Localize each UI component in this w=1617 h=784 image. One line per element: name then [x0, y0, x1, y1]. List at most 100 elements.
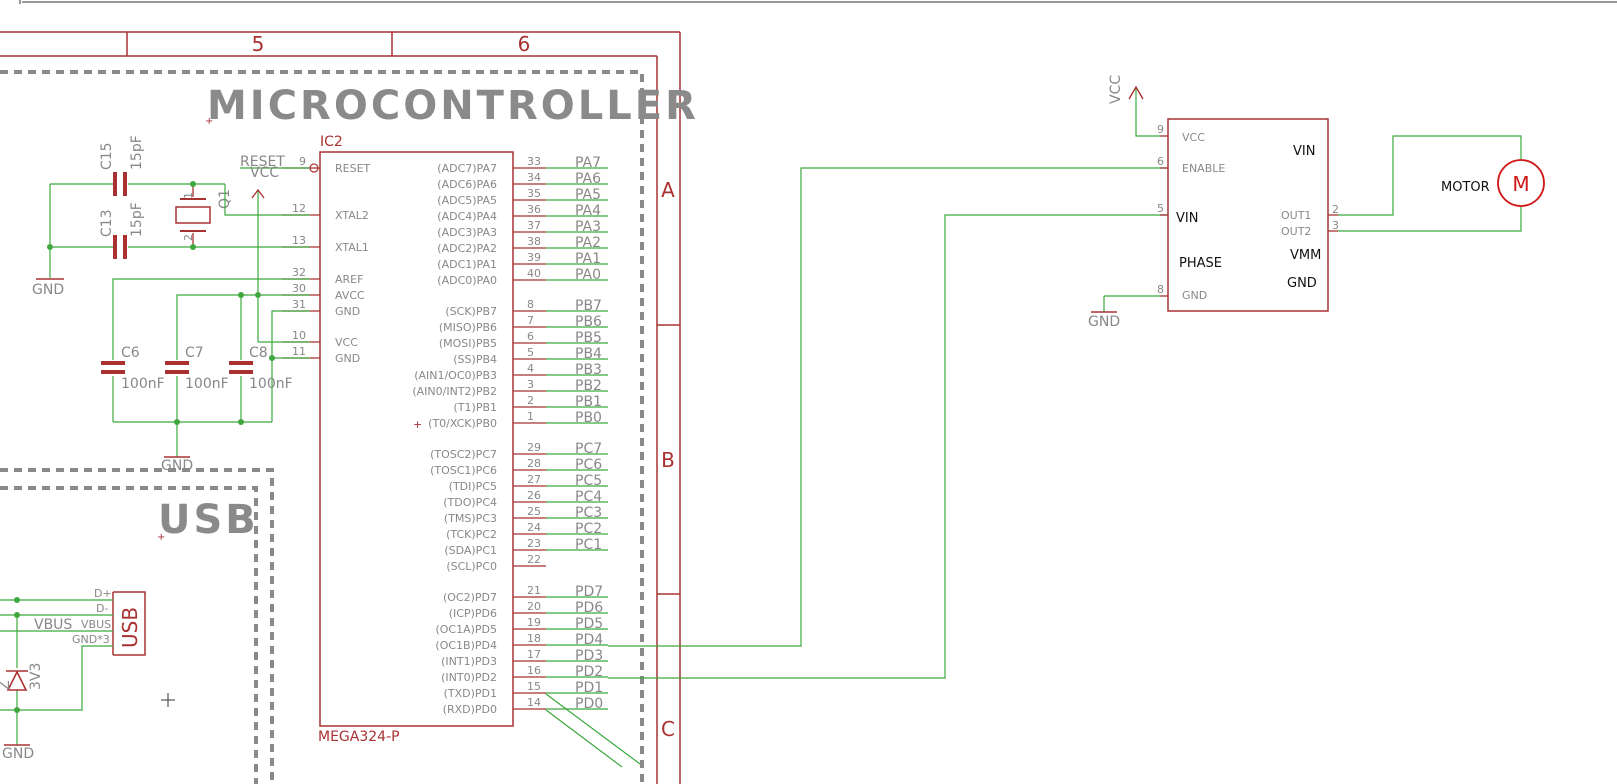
frame-row-c: C: [661, 717, 675, 741]
ic2-right-pin-num: 7: [527, 314, 534, 327]
ic2-ref: IC2: [320, 134, 343, 150]
ic2-right-pin-name: (SS)PB4: [453, 353, 497, 366]
gnd-symbol-crystal: GND: [32, 278, 64, 298]
capacitor-c6[interactable]: C6 100nF: [101, 345, 165, 392]
ic2-right-pin-num: 33: [527, 155, 541, 168]
gnd-label: GND: [32, 282, 64, 298]
ic2-net-label: PD7: [575, 584, 603, 600]
ic2-right-pin-num: 24: [527, 521, 541, 534]
ic2-right-pin-num: 22: [527, 553, 541, 566]
ic2-net-label: PB5: [575, 330, 602, 346]
capacitor-c8[interactable]: C8 100nF: [229, 345, 293, 392]
ic2-right-pin-name: (TCK)PC2: [446, 528, 497, 541]
motor-symbol: M: [1512, 172, 1529, 196]
ic2-net-label: PB3: [575, 362, 602, 378]
usb-pin-dminus: D-: [96, 602, 108, 615]
zener-diode[interactable]: 3V3 Z: [0, 615, 44, 745]
ic2-left-pin-num: 12: [292, 202, 306, 215]
ic2-net-label: PC6: [575, 457, 602, 473]
junction: [190, 181, 196, 187]
ic2-right-pin-name: (ADC2)PA2: [437, 242, 497, 255]
vcc-net-label: VCC: [250, 165, 279, 181]
ic2-net-label: PC1: [575, 537, 602, 553]
junction: [174, 419, 180, 425]
usb-vbus-net-label: VBUS: [34, 617, 72, 633]
driver-left-pins: 9 6 5 8 VCC ENABLE VIN PHASE GND: [1157, 123, 1225, 302]
ic2-right-pin-num: 16: [527, 664, 541, 677]
ic2-right-pin-name: (OC2)PD7: [443, 591, 497, 604]
ic2-left-pin-num: 31: [292, 298, 306, 311]
ic2-right-pin-name: (TDO)PC4: [443, 496, 497, 509]
c7-ref: C7: [185, 345, 204, 361]
ic2-right-pin-num: 28: [527, 457, 541, 470]
ic2-right-pin-name: (ADC0)PA0: [437, 274, 497, 287]
ic2-right-pin-name: (MOSI)PB5: [439, 337, 497, 350]
ic2-right-pin-num: 8: [527, 298, 534, 311]
ic2-right-pin-num: 25: [527, 505, 541, 518]
motor-label: MOTOR: [1441, 180, 1490, 195]
c6-value: 100nF: [121, 376, 165, 392]
ic2-right-pin-name: (TDI)PC5: [449, 480, 497, 493]
usb-section-inner-box: [0, 486, 258, 784]
ic2-right-pin-name: (RXD)PD0: [443, 703, 497, 716]
c15-value: 15pF: [129, 135, 145, 170]
frame-row-b: B: [661, 448, 675, 472]
ic2-net-label: PA7: [575, 155, 601, 171]
ic2-left-pin-name: AVCC: [335, 289, 365, 302]
frame-column-6: 6: [518, 32, 531, 56]
driver-pin-enable: ENABLE: [1182, 162, 1225, 175]
ic2-net-label: PD2: [575, 664, 603, 680]
usb-section-outer-box: [0, 468, 274, 784]
ic2-left-pin-name: XTAL1: [335, 241, 369, 254]
ic2-net-label: PB4: [575, 346, 602, 362]
driver-pin-num-enable: 6: [1157, 155, 1164, 168]
gnd-symbol-usb: GND: [2, 744, 34, 762]
ic2-net-label: PC2: [575, 521, 602, 537]
ic2-right-pin-name: (SCK)PB7: [445, 305, 497, 318]
ic2-right-pin-name: (T1)PB1: [454, 401, 497, 414]
ic2-net-label: PA3: [575, 219, 601, 235]
capacitor-c13[interactable]: C13 15pF: [99, 202, 145, 259]
motor[interactable]: M MOTOR: [1441, 159, 1545, 207]
motor-wires: [1338, 135, 1522, 232]
capacitor-c7[interactable]: C7 100nF: [165, 345, 229, 392]
ic2-left-pin-num: 11: [292, 345, 306, 358]
driver-pin-num-vcc: 9: [1157, 123, 1164, 136]
ic2-right-pin-name: (ADC5)PA5: [437, 194, 497, 207]
ic2-right-pin-num: 34: [527, 171, 541, 184]
frame-column-5: 5: [252, 32, 265, 56]
c8-ref: C8: [249, 345, 268, 361]
origin-cross: +: [157, 532, 165, 543]
ic2-body[interactable]: [319, 151, 514, 727]
ic2-right-pin-num: 20: [527, 600, 541, 613]
junction: [238, 419, 244, 425]
ic2-right-pin-num: 19: [527, 616, 541, 629]
ic2-right-pin-name: (SDA)PC1: [444, 544, 497, 557]
ic2-net-label: PD4: [575, 632, 603, 648]
ic2-right-pin-name: (ICP)PD6: [449, 607, 497, 620]
vcc-supply-symbol: VCC: [250, 165, 279, 342]
ic2-right-pin-name: (T0/XCK)PB0: [428, 417, 497, 430]
capacitor-c15[interactable]: C15 15pF: [99, 135, 145, 196]
ic2-right-pin-num: 35: [527, 187, 541, 200]
ic2-right-pin-name: (INT0)PD2: [441, 671, 497, 684]
ic2-right-pin-name: (TXD)PD1: [444, 687, 497, 700]
ic2-right-pin-name: (ADC1)PA1: [437, 258, 497, 271]
c15-ref: C15: [99, 142, 115, 170]
driver-right-pins: VIN OUT1 OUT2 VMM GND 2 3: [1281, 144, 1339, 291]
ic2-left-pin-name: XTAL2: [335, 209, 369, 222]
ic2-right-pin-name: (ADC4)PA4: [437, 210, 497, 223]
ic2-left-pin-name: VCC: [335, 336, 358, 349]
gnd-label: GND: [2, 746, 34, 762]
c6-ref: C6: [121, 345, 140, 361]
junction: [47, 244, 53, 250]
ic2-right-pin-name: (ADC3)PA3: [437, 226, 497, 239]
usb-connector[interactable]: USB D+ D- VBUS GND*3 VBUS: [0, 587, 146, 711]
driver-out-vin: VIN: [1293, 144, 1315, 159]
ic2-right-pin-num: 21: [527, 584, 541, 597]
driver-vcc-supply: VCC: [1108, 75, 1160, 137]
ic2-net-label: PA6: [575, 171, 601, 187]
frame-row-a: A: [661, 178, 675, 202]
ic2-right-pin-name: (AIN1/OC0)PB3: [414, 369, 497, 382]
